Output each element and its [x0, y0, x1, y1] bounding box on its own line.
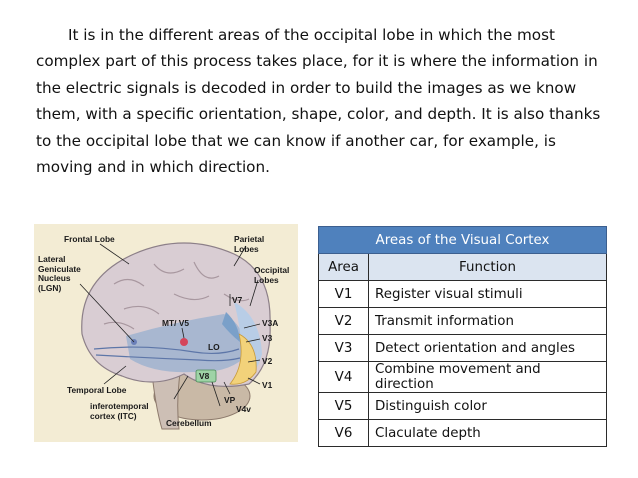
cell-function: Claculate depth	[368, 419, 607, 447]
cell-area: V1	[318, 280, 369, 308]
label-v2: V2	[262, 356, 273, 366]
cell-area: V2	[318, 307, 369, 335]
label-v4v: V4v	[236, 404, 251, 414]
label-v1: V1	[262, 380, 273, 390]
cell-function: Transmit information	[368, 307, 607, 335]
table-row: V5 Distinguish color	[318, 392, 607, 420]
cell-function: Detect orientation and angles	[368, 334, 607, 362]
cell-function: Register visual stimuli	[368, 280, 607, 308]
body-paragraph: It is in the different areas of the occi…	[36, 26, 601, 177]
brain-illustration	[79, 242, 271, 430]
table-row: V6 Claculate depth	[318, 419, 607, 447]
cell-area: V3	[318, 334, 369, 362]
table-row: V4 Combine movement and direction	[318, 361, 607, 393]
cell-area: V6	[318, 419, 369, 447]
table-caption: Areas of the Visual Cortex	[318, 226, 607, 254]
label-itc: inferotemporal cortex (ITC)	[90, 401, 149, 421]
label-v3a: V3A	[262, 318, 279, 328]
label-vp: VP	[224, 395, 236, 405]
label-v3: V3	[262, 333, 273, 343]
label-temporal-lobe: Temporal Lobe	[67, 385, 127, 395]
label-occipital-lobes: Occipital Lobes	[254, 265, 290, 285]
label-mt-v5: MT/ V5	[162, 318, 189, 328]
table-row: V3 Detect orientation and angles	[318, 334, 607, 362]
label-lo: LO	[208, 342, 220, 352]
cell-function: Combine movement and direction	[368, 361, 607, 393]
label-parietal-lobes: Parietal Lobes	[234, 234, 265, 254]
label-v8: V8	[199, 371, 210, 381]
label-frontal-lobe: Frontal Lobe	[64, 234, 115, 244]
cell-area: V4	[318, 361, 369, 393]
header-function: Function	[368, 253, 607, 281]
brain-visual-cortex-figure: Frontal Lobe Parietal Lobes Lateral Geni…	[34, 224, 298, 442]
table-row: V2 Transmit information	[318, 307, 607, 335]
cell-function: Distinguish color	[368, 392, 607, 420]
table-row: V1 Register visual stimuli	[318, 280, 607, 308]
visual-cortex-table: Areas of the Visual Cortex Area Function…	[318, 226, 607, 447]
label-cerebellum: Cerebellum	[166, 418, 212, 428]
table-header-row: Area Function	[318, 253, 607, 281]
header-area: Area	[318, 253, 369, 281]
cell-area: V5	[318, 392, 369, 420]
label-lgn: Lateral Geniculate Nucleus (LGN)	[38, 254, 81, 293]
label-v7: V7	[232, 295, 243, 305]
